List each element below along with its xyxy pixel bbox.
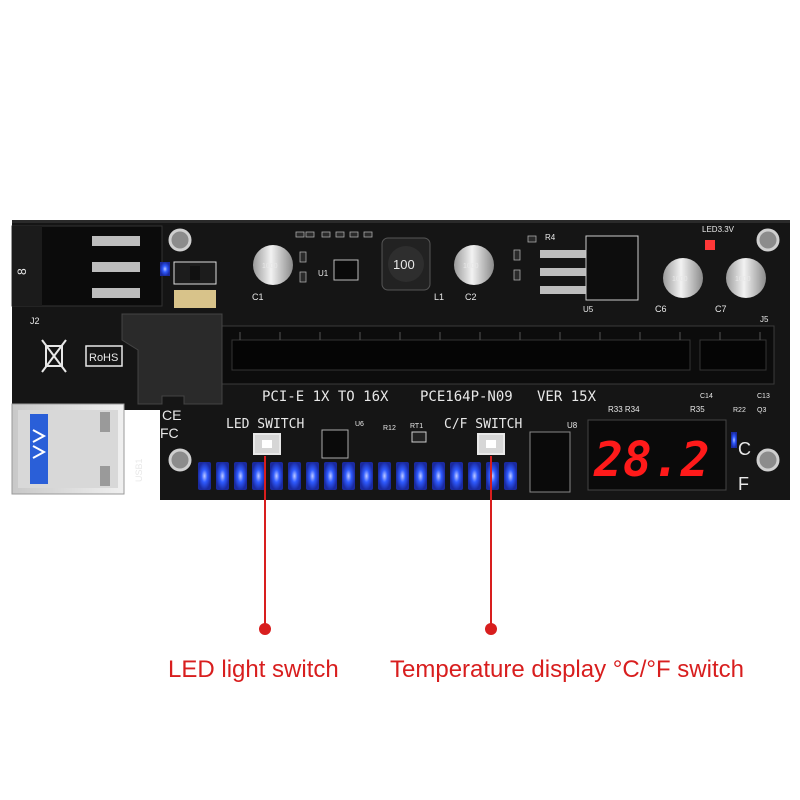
svg-text:U6: U6 <box>355 421 364 428</box>
callout-led-pointer <box>259 456 271 635</box>
ce-mark: CE <box>162 407 181 423</box>
svg-text:1000: 1000 <box>735 276 751 283</box>
svg-text:1000: 1000 <box>672 276 688 283</box>
label-r22: R22 <box>733 407 746 414</box>
cf-switch-button[interactable] <box>477 433 505 455</box>
label-r4: R4 <box>545 233 556 242</box>
board-version: VER 15X <box>537 389 597 405</box>
cf-switch-label: C/F SWITCH <box>444 417 522 432</box>
label-c14: C14 <box>700 393 713 400</box>
weee-bin-icon <box>41 339 67 373</box>
mounting-holes <box>168 228 780 472</box>
svg-text:U1: U1 <box>318 269 329 278</box>
fuse-f1 <box>174 290 216 308</box>
smd-resistors <box>295 231 537 283</box>
thermistor-rt1 <box>411 431 427 443</box>
led-switch-button[interactable] <box>253 433 281 455</box>
label-r12: R12 <box>383 425 396 432</box>
blue-led-strip <box>198 462 517 490</box>
unit-f-label: F <box>738 474 749 494</box>
pcie-x16-slot: J5 <box>221 315 775 385</box>
label-c13: C13 <box>757 393 770 400</box>
svg-text:1000: 1000 <box>262 263 278 270</box>
svg-text:100: 100 <box>393 257 415 272</box>
rohs-mark <box>85 345 123 367</box>
callout-temp-pointer <box>485 456 497 635</box>
usb3-port <box>11 403 125 495</box>
chip-u6: U6 <box>321 421 364 459</box>
temperature-display-panel <box>587 419 727 491</box>
fc-mark: FC <box>160 425 179 441</box>
svg-text:C6: C6 <box>655 304 667 314</box>
status-led <box>160 262 170 276</box>
capacitor-c2: 1000 C2 <box>454 245 494 302</box>
label-rt1: RT1 <box>410 423 423 430</box>
inductor-l1: 100 L1 <box>381 237 444 302</box>
svg-text:C7: C7 <box>715 304 727 314</box>
svg-text:J5: J5 <box>760 315 769 324</box>
slot-retention-latch <box>121 313 223 405</box>
capacitor-c1: 1000 C1 <box>252 245 293 302</box>
board-model: PCE164P-N09 <box>420 389 513 405</box>
label-r33-r34: R33 R34 <box>608 405 640 414</box>
unit-indicator-led <box>731 432 737 448</box>
regulator-u5: U5 <box>540 235 639 314</box>
label-r35: R35 <box>690 405 705 414</box>
svg-text:C2: C2 <box>465 292 477 302</box>
callout-temp-text: Temperature display °C/°F switch <box>390 656 744 683</box>
power-connector: 8 <box>11 225 163 307</box>
svg-text:8: 8 <box>15 268 29 275</box>
label-j2: J2 <box>30 316 40 326</box>
chip-u1: U1 <box>318 259 359 281</box>
pcb-edge-highlight <box>12 220 790 223</box>
svg-text:1000: 1000 <box>463 263 479 270</box>
label-usb1: USB1 <box>134 458 144 482</box>
capacitor-c6: 1000 C6 <box>655 258 703 314</box>
capacitor-c7: 1000 C7 <box>715 258 766 314</box>
rohs-label: RoHS <box>89 352 118 364</box>
chip-u8: U8 <box>529 421 578 493</box>
svg-text:C1: C1 <box>252 292 264 302</box>
power-indicator-led <box>705 240 715 250</box>
callout-led-text: LED light switch <box>168 656 339 683</box>
temperature-display: 28.2 <box>593 432 710 488</box>
label-q3: Q3 <box>757 407 766 414</box>
unit-c-label: C <box>738 439 751 459</box>
svg-text:U5: U5 <box>583 305 594 314</box>
led-switch-label: LED SWITCH <box>226 417 304 432</box>
board-title: PCI-E 1X TO 16X <box>262 389 389 405</box>
svg-text:L1: L1 <box>434 292 444 302</box>
svg-text:U8: U8 <box>567 421 578 430</box>
label-led-power: LED3.3V <box>702 225 735 234</box>
